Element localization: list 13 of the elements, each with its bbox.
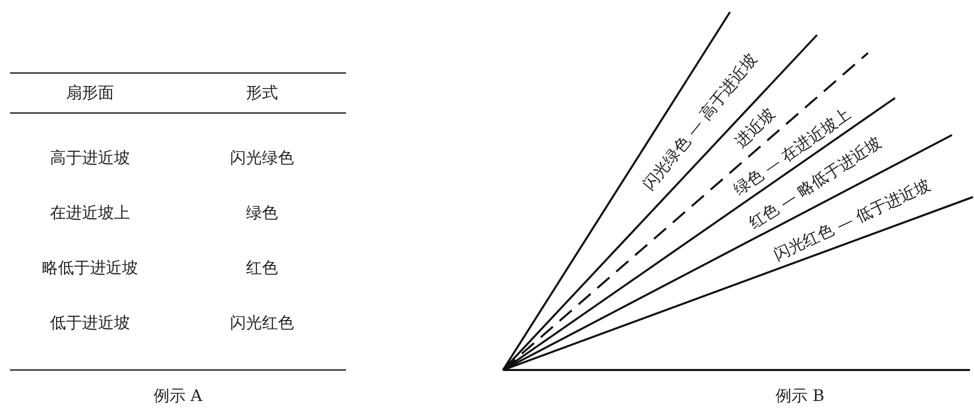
table-cell: 低于进近坡 <box>50 314 130 332</box>
table-cell: 红色 <box>246 259 278 277</box>
figure-caption: 例示 A <box>154 387 202 405</box>
table-cell: 高于进近坡 <box>50 149 130 167</box>
sector-label: 进近坡 <box>732 104 778 151</box>
table-cell: 略低于进近坡 <box>42 259 138 277</box>
column-header: 扇形面 <box>66 84 114 102</box>
figure-caption: 例示 B <box>776 387 824 405</box>
table-cell: 绿色 <box>246 204 278 222</box>
column-header: 形式 <box>246 84 278 102</box>
table-cell: 闪光红色 <box>230 314 294 332</box>
table-cell: 在进近坡上 <box>50 204 130 222</box>
table-cell: 闪光绿色 <box>230 149 294 167</box>
